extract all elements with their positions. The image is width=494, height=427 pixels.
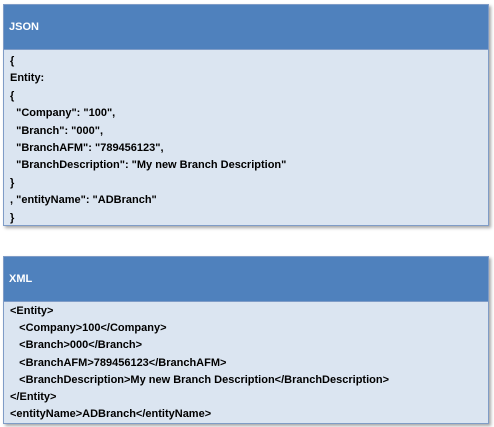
json-panel: JSON { Entity: { "Company": "100", "Bran…: [3, 4, 489, 226]
xml-line: </Entity>: [10, 390, 57, 403]
xml-line: <BranchAFM>789456123</BranchAFM>: [10, 356, 227, 369]
json-line: "Branch": "000",: [10, 124, 104, 137]
json-line: {: [10, 55, 15, 67]
json-panel-header: JSON: [4, 5, 488, 50]
json-line: "BranchAFM": "789456123",: [10, 141, 164, 154]
xml-line: <Branch>000</Branch>: [10, 339, 143, 352]
xml-panel-header: XML: [4, 257, 488, 302]
xml-panel-title: XML: [9, 273, 33, 285]
json-line: }: [10, 211, 15, 224]
json-line: "Company": "100",: [10, 107, 116, 120]
xml-line: <Company>100</Company>: [10, 322, 167, 335]
xml-code-block: <Entity> <Company>100</Company> <Branch>…: [4, 302, 488, 423]
xml-line: <BranchDescription>My new Branch Descrip…: [10, 373, 389, 386]
json-line: "BranchDescription": "My new Branch Desc…: [10, 159, 287, 172]
json-panel-title: JSON: [9, 21, 39, 33]
json-line: , "entityName": "ADBranch": [10, 194, 157, 207]
xml-line: <Entity>: [10, 305, 54, 317]
xml-line: <entityName>ADBranch</entityName>: [10, 408, 212, 421]
xml-panel: XML <Entity> <Company>100</Company> <Bra…: [3, 256, 489, 424]
json-code-block: { Entity: { "Company": "100", "Branch": …: [4, 50, 488, 227]
json-line: }: [10, 176, 15, 189]
json-line: Entity:: [10, 72, 45, 85]
json-line: {: [10, 89, 15, 102]
